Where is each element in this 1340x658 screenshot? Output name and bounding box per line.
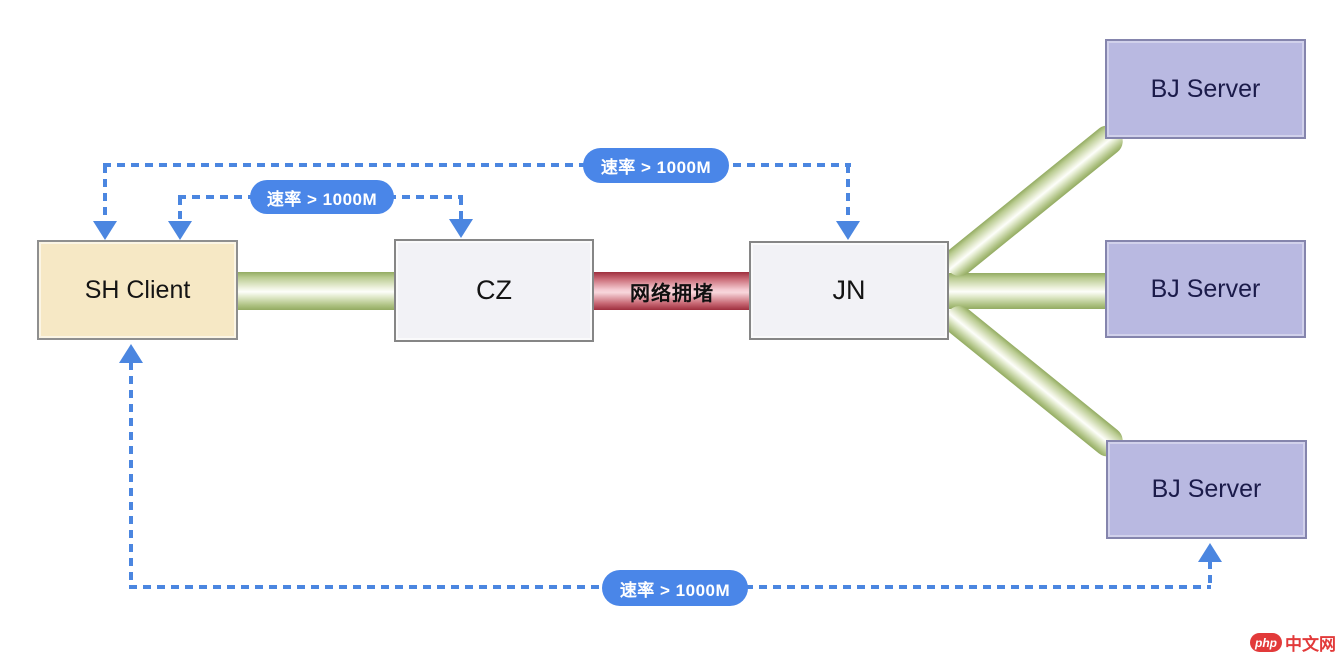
rate-badge-label: 速率 > 1000M [600,158,712,177]
dashed-path-c-left [129,362,133,588]
node-jn: JN [749,241,949,340]
php-logo-icon: php [1250,633,1282,652]
arrowhead-b-cz [449,219,473,238]
arrowhead-c-bj-server [1198,543,1222,562]
watermark-text: 中文网 [1285,635,1336,654]
node-label: BJ Server [1150,274,1261,303]
arrowhead-b-sh-client [168,221,192,240]
dashed-path-a-left [103,165,107,223]
node-bj-server-top: BJ Server [1105,39,1306,139]
arrowhead-a-sh-client [93,221,117,240]
node-cz: CZ [394,239,594,342]
node-label: JN [832,275,866,305]
node-label: BJ Server [1150,74,1261,103]
node-bj-server-middle: BJ Server [1105,240,1306,338]
arrowhead-c-sh-client [119,344,143,363]
dashed-path-b-right [459,197,463,223]
rate-badge-label: 速率 > 1000M [266,189,378,209]
dashed-path-a-right [846,165,850,223]
congestion-label: 网络拥堵 [630,282,714,305]
rate-badge-sh-cz: 速率 > 1000M [250,180,394,214]
node-label: SH Client [84,275,191,304]
dashed-path-a-horizontal [103,163,851,167]
rate-badge-sh-bj: 速率 > 1000M [602,570,748,606]
link-sh-cz-tube [237,272,395,310]
rate-badge-sh-jn: 速率 > 1000M [583,148,729,183]
link-jn-bj2-tube [948,273,1106,309]
congestion-bar: 网络拥堵 [594,272,750,310]
dashed-path-b-left [178,197,182,225]
arrowhead-a-jn [836,221,860,240]
dashed-path-c-right [1208,561,1212,587]
node-label: BJ Server [1151,475,1262,503]
node-sh-client: SH Client [37,240,238,340]
link-jn-bj3-tube [938,300,1129,463]
rate-badge-label: 速率 > 1000M [619,580,731,600]
watermark: php 中文网 [1250,630,1336,655]
node-bj-server-bottom: BJ Server [1106,440,1307,539]
link-jn-bj1-tube [938,119,1129,282]
node-label: CZ [476,275,512,305]
